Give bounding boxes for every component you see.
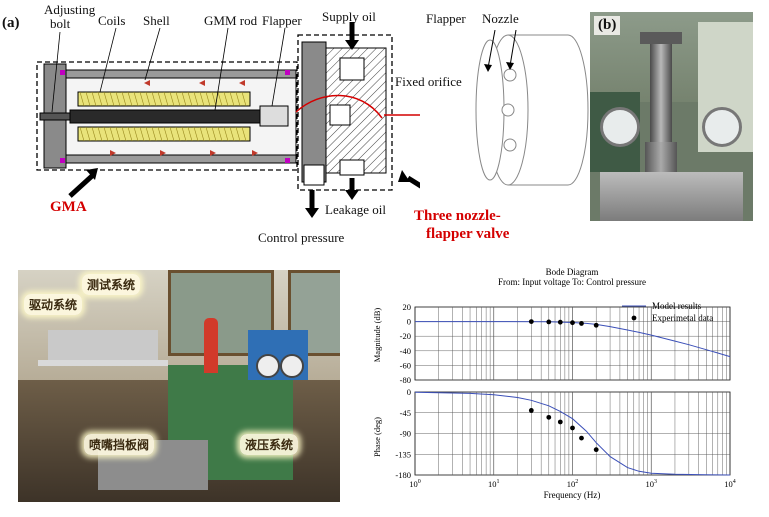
phase-data-point <box>593 447 599 453</box>
panel-b-tag: (b) <box>594 16 621 35</box>
label-flapper: Flapper <box>262 13 302 28</box>
magnitude-data-point <box>570 320 575 326</box>
phase-y-tick: -135 <box>395 449 411 459</box>
magnitude-y-tick: 20 <box>403 302 412 312</box>
magnitude-data-point <box>528 319 534 324</box>
label-nozzle-closeup: Nozzle <box>482 11 519 26</box>
phase-data-point <box>557 419 563 425</box>
magnitude-data-point <box>579 321 584 326</box>
chart-subtitle: From: Input voltage To: Control pressure <box>498 277 646 287</box>
label-valve-line1: Three nozzle- <box>414 208 501 224</box>
phase-axis-label: Phase (deg) <box>372 417 382 457</box>
label-supply-oil: Supply oil <box>322 9 376 24</box>
magnitude-data-point <box>546 319 552 325</box>
x-axis-label: Frequency (Hz) <box>544 490 601 500</box>
panel-a-tag: (a) <box>2 15 20 31</box>
phase-y-tick: 0 <box>407 387 411 397</box>
label-valve-line2: flapper valve <box>426 226 510 242</box>
device-photo: (b) <box>590 12 753 221</box>
magnitude-axis-label: Magnitude (dB) <box>372 308 382 363</box>
x-tick: 101 <box>488 479 500 489</box>
magnitude-y-tick: -60 <box>400 360 411 370</box>
label-coils: Coils <box>98 13 126 28</box>
magnitude-y-tick: -80 <box>400 375 411 385</box>
bode-diagram: Bode Diagram From: Input voltage To: Con… <box>372 267 736 500</box>
phase-data-point <box>528 408 534 413</box>
magnitude-y-tick: -40 <box>400 346 411 356</box>
phase-data-point <box>579 435 584 441</box>
pressure-gauge <box>702 107 742 147</box>
phase-data-point <box>570 425 575 431</box>
phase-model-line <box>414 391 731 476</box>
label-shell: Shell <box>143 13 170 28</box>
label-fixed-orifice: Fixed orifice <box>395 74 462 89</box>
gma-schematic <box>36 22 420 218</box>
nozzle-flapper-closeup <box>475 30 589 186</box>
phase-y-tick: -45 <box>400 408 411 418</box>
magnitude-y-tick: 0 <box>407 317 411 327</box>
test-bench-photo: 测试系统 驱动系统 喷嘴挡板阀 液压系统 <box>18 270 340 502</box>
phase-y-tick: -90 <box>400 429 411 439</box>
chart-title: Bode Diagram <box>546 267 599 277</box>
x-tick: 102 <box>567 479 579 489</box>
magnitude-plot: 20 0 -20 -40 -60 -80 <box>400 302 731 385</box>
label-leakage-oil: Leakage oil <box>325 202 386 217</box>
magnitude-data-point <box>593 322 599 328</box>
x-tick: 100 <box>409 479 421 489</box>
magnitude-y-tick: -20 <box>400 331 411 341</box>
label-flapper-closeup: Flapper <box>426 11 466 26</box>
magnitude-data-point <box>557 319 563 325</box>
legend-point-swatch <box>631 315 637 321</box>
label-adjusting-bolt-2: bolt <box>50 16 71 31</box>
label-nozzle-valve: 喷嘴挡板阀 <box>84 434 155 455</box>
label-gmm-rod: GMM rod <box>204 13 258 28</box>
pressure-gauge <box>600 107 640 147</box>
label-control-pressure: Control pressure <box>258 230 345 245</box>
label-test-system: 测试系统 <box>82 274 141 295</box>
legend-model-results: Model results <box>652 301 702 311</box>
x-tick: 104 <box>724 479 736 489</box>
label-drive-system: 驱动系统 <box>24 294 83 315</box>
phase-y-tick: -180 <box>395 470 411 480</box>
x-tick: 103 <box>646 479 658 489</box>
label-gma: GMA <box>50 199 87 215</box>
phase-data-point <box>546 414 552 420</box>
label-hydraulic-system: 液压系统 <box>240 434 299 455</box>
label-adjusting-bolt-1: Adjusting <box>44 2 96 17</box>
magnitude-model-line <box>415 321 731 358</box>
legend-experimental-data: Experimetal data <box>652 313 713 323</box>
